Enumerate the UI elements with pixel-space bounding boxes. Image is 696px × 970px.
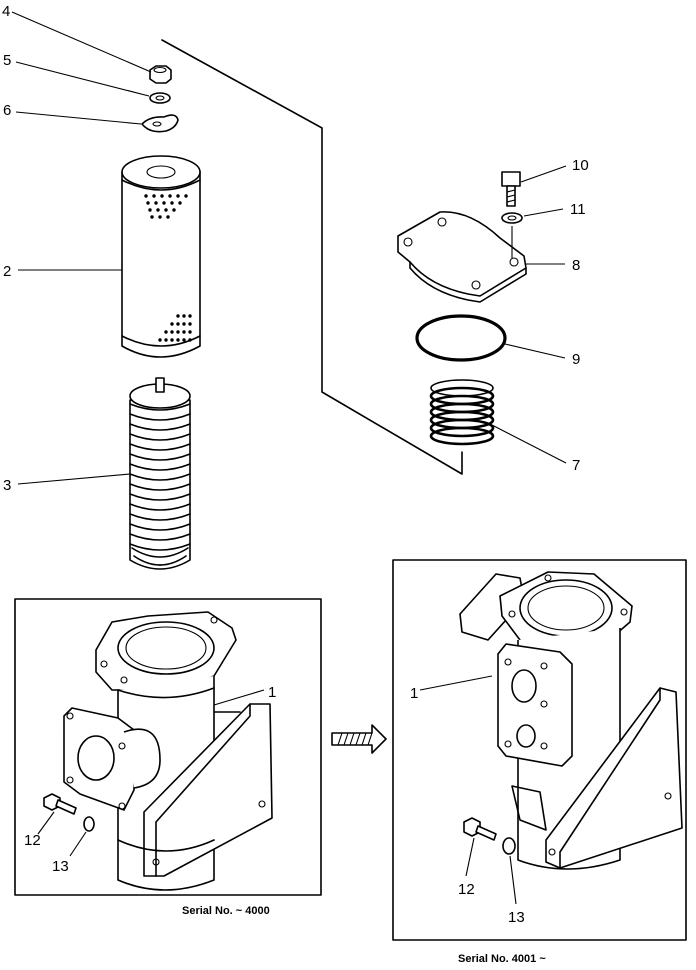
callout-3: 3 xyxy=(3,477,11,494)
leader-6 xyxy=(15,111,142,125)
callout-2: 2 xyxy=(3,263,11,280)
callout-13-new: 13 xyxy=(508,909,525,926)
housing-frame-old xyxy=(14,598,322,896)
callout-1-old: 1 xyxy=(268,684,276,701)
part-lock-plate xyxy=(141,114,179,133)
part-bolt-12-old xyxy=(43,793,77,815)
leader-13-new xyxy=(509,855,517,905)
callout-7: 7 xyxy=(572,457,580,474)
leader-13-old xyxy=(69,831,87,857)
callout-4: 4 xyxy=(2,3,10,20)
serial-label-new: Serial No. 4001 ~ xyxy=(458,953,546,965)
leader-7 xyxy=(491,424,567,464)
leader-12-old xyxy=(37,811,55,835)
callout-12-old: 12 xyxy=(24,832,41,849)
part-cover xyxy=(397,211,527,303)
part-bolt-12-new xyxy=(463,817,497,841)
leader-5 xyxy=(15,61,150,97)
leader-9 xyxy=(504,343,566,359)
part-washer xyxy=(149,92,171,104)
change-arrow xyxy=(331,724,387,754)
leader-3 xyxy=(17,473,131,485)
part-nut xyxy=(149,65,172,84)
part-spring xyxy=(429,379,495,446)
part-filter-element xyxy=(121,155,201,358)
callout-6: 6 xyxy=(3,102,11,119)
leader-1-old xyxy=(213,689,265,706)
group-bracket xyxy=(161,39,463,475)
leader-4 xyxy=(11,11,152,73)
callout-12-new: 12 xyxy=(458,881,475,898)
part-pleated-element xyxy=(129,377,191,570)
callout-10: 10 xyxy=(572,157,589,174)
part-spring-washer xyxy=(501,212,523,224)
callout-1-new: 1 xyxy=(410,685,418,702)
leader-12-new xyxy=(465,837,475,877)
callout-9: 9 xyxy=(572,351,580,368)
leader-10 xyxy=(520,165,567,183)
part-housing-new xyxy=(459,571,683,870)
callout-13-old: 13 xyxy=(52,858,69,875)
part-washer-13-old xyxy=(83,816,95,832)
housing-frame-new xyxy=(392,559,687,941)
part-washer-13-new xyxy=(502,837,516,855)
callout-5: 5 xyxy=(3,52,11,69)
serial-label-old: Serial No. ~ 4000 xyxy=(182,905,270,917)
callout-11: 11 xyxy=(570,201,586,218)
leader-11 xyxy=(523,208,564,217)
part-o-ring xyxy=(415,314,507,362)
part-housing-old xyxy=(63,611,273,891)
part-bolt xyxy=(501,171,521,207)
leader-1-new xyxy=(419,675,493,691)
callout-8: 8 xyxy=(572,257,580,274)
